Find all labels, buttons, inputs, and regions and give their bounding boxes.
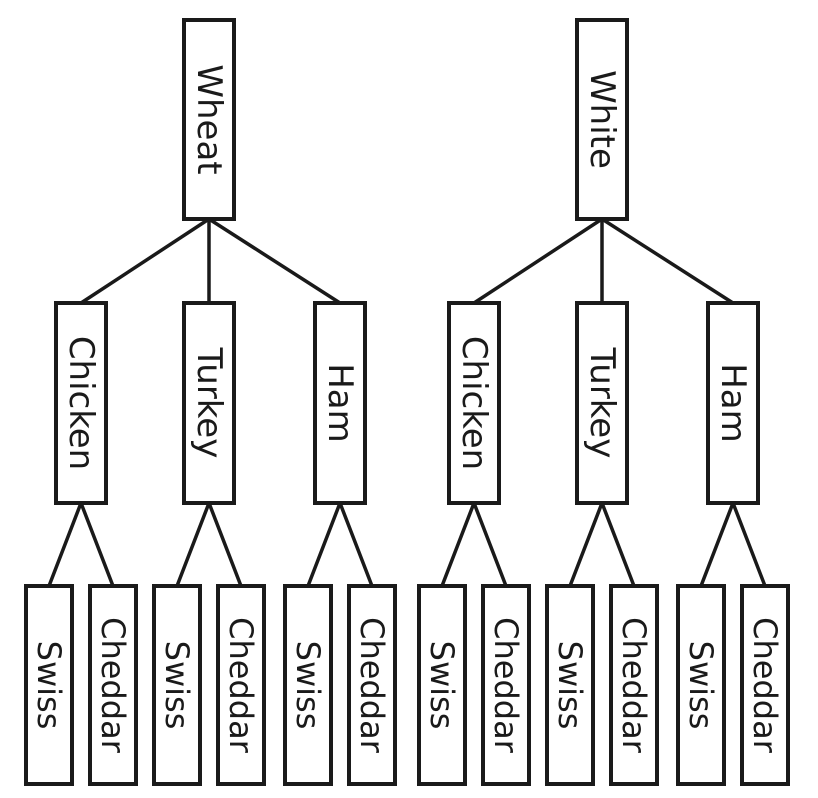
tree-1-leaf-node-2-2-box: [216, 584, 266, 786]
tree-1-edge-child-1-to-leaf-1: [47, 501, 83, 588]
tree-1-child-node-1: Chicken: [54, 301, 108, 505]
tree-1-child-node-1-box: [54, 301, 108, 505]
tree-2-leaf-node-3-2: Cheddar: [740, 584, 790, 786]
tree-2-leaf-node-2-1-box: [545, 584, 595, 786]
tree-2-leaf-node-1-2-box: [481, 584, 531, 786]
tree-2-leaf-node-1-1-box: [417, 584, 467, 786]
tree-2-child-node-1-label: Chicken: [454, 336, 494, 470]
tree-1-edge-root-to-child-1: [79, 217, 211, 305]
tree-2-edge-child-2-to-leaf-1: [568, 501, 604, 588]
tree-1-leaf-node-3-2-box: [347, 584, 397, 786]
tree-1-edge-child-3-to-leaf-1: [306, 501, 342, 588]
tree-1-leaf-node-1-1: Swiss: [24, 584, 74, 786]
tree-2-edge-child-1-to-leaf-1: [440, 501, 476, 588]
tree-1-edge-child-2-to-leaf-1: [175, 501, 211, 588]
tree-1-leaf-node-3-1: Swiss: [283, 584, 333, 786]
tree-1-leaf-node-2-2-label: Cheddar: [222, 617, 260, 754]
tree-1-child-node-2: Turkey: [182, 301, 236, 505]
tree-1-leaf-node-1-2-box: [88, 584, 138, 786]
tree-1-leaf-node-3-1-label: Swiss: [289, 641, 327, 730]
tree-2-leaf-node-2-1: Swiss: [545, 584, 595, 786]
tree-2-child-node-3-label: Ham: [713, 363, 753, 443]
tree-1-root-node-label: Wheat: [189, 64, 229, 174]
tree-2-root-node: White: [575, 18, 629, 221]
tree-1-edge-root-to-child-3: [207, 217, 342, 305]
tree-1-leaf-node-1-2-label: Cheddar: [94, 617, 132, 754]
tree-2-leaf-node-3-1-box: [676, 584, 726, 786]
tree-1-edge-child-3-to-leaf-2: [338, 501, 374, 588]
tree-2-child-node-1-box: [447, 301, 501, 505]
tree-2-edge-root-to-child-3: [600, 217, 735, 305]
tree-1-leaf-node-3-2-label: Cheddar: [353, 617, 391, 754]
tree-2-leaf-node-1-2: Cheddar: [481, 584, 531, 786]
tree-1-leaf-node-3-2: Cheddar: [347, 584, 397, 786]
tree-1-leaf-node-2-1-label: Swiss: [158, 641, 196, 730]
tree-2-edge-child-3-to-leaf-1: [699, 501, 735, 588]
tree-2-edge-child-2-to-leaf-2: [600, 501, 636, 588]
tree-2-child-node-1: Chicken: [447, 301, 501, 505]
tree-1-root-node: Wheat: [182, 18, 236, 221]
tree-2-leaf-node-3-2-label: Cheddar: [746, 617, 784, 754]
tree-2-leaf-node-2-2-label: Cheddar: [615, 617, 653, 754]
tree-1-child-node-3-box: [313, 301, 367, 505]
tree-2-child-node-3: Ham: [706, 301, 760, 505]
tree-2-child-node-2: Turkey: [575, 301, 629, 505]
tree-2-root-node-box: [575, 18, 629, 221]
tree-1-leaf-node-2-2: Cheddar: [216, 584, 266, 786]
tree-2-leaf-node-2-1-label: Swiss: [551, 641, 589, 730]
tree-1-leaf-node-2-1: Swiss: [152, 584, 202, 786]
tree-1-edge-child-1-to-leaf-2: [79, 501, 115, 588]
tree-2-leaf-node-3-2-box: [740, 584, 790, 786]
tree-1-child-node-3: Ham: [313, 301, 367, 505]
tree-1-root-node-box: [182, 18, 236, 221]
tree-2-leaf-node-3-1-label: Swiss: [682, 641, 720, 730]
edges-layer: [47, 217, 767, 588]
tree-2-leaf-node-1-1-label: Swiss: [423, 641, 461, 730]
tree-1-child-node-3-label: Ham: [320, 363, 360, 443]
tree-2-child-node-3-box: [706, 301, 760, 505]
tree-2-child-node-2-box: [575, 301, 629, 505]
tree-1-leaf-node-3-1-box: [283, 584, 333, 786]
tree-2-root-node-label: White: [582, 70, 622, 169]
tree-1-child-node-2-box: [182, 301, 236, 505]
tree-1-leaf-node-1-1-box: [24, 584, 74, 786]
tree-2-leaf-node-3-1: Swiss: [676, 584, 726, 786]
tree-1-edge-child-2-to-leaf-2: [207, 501, 243, 588]
tree-2-leaf-node-2-2-box: [609, 584, 659, 786]
tree-1-leaf-node-1-1-label: Swiss: [30, 641, 68, 730]
tree-2-edge-child-1-to-leaf-2: [472, 501, 508, 588]
tree-2-leaf-node-1-2-label: Cheddar: [487, 617, 525, 754]
tree-2-child-node-2-label: Turkey: [582, 347, 622, 459]
tree-2-leaf-node-1-1: Swiss: [417, 584, 467, 786]
tree-1-child-node-1-label: Chicken: [61, 336, 101, 470]
tree-2-leaf-node-2-2: Cheddar: [609, 584, 659, 786]
tree-1-leaf-node-1-2: Cheddar: [88, 584, 138, 786]
tree-2-edge-root-to-child-1: [472, 217, 604, 305]
tree-2-edge-child-3-to-leaf-2: [731, 501, 767, 588]
tree-1-leaf-node-2-1-box: [152, 584, 202, 786]
tree-1-child-node-2-label: Turkey: [189, 347, 229, 459]
